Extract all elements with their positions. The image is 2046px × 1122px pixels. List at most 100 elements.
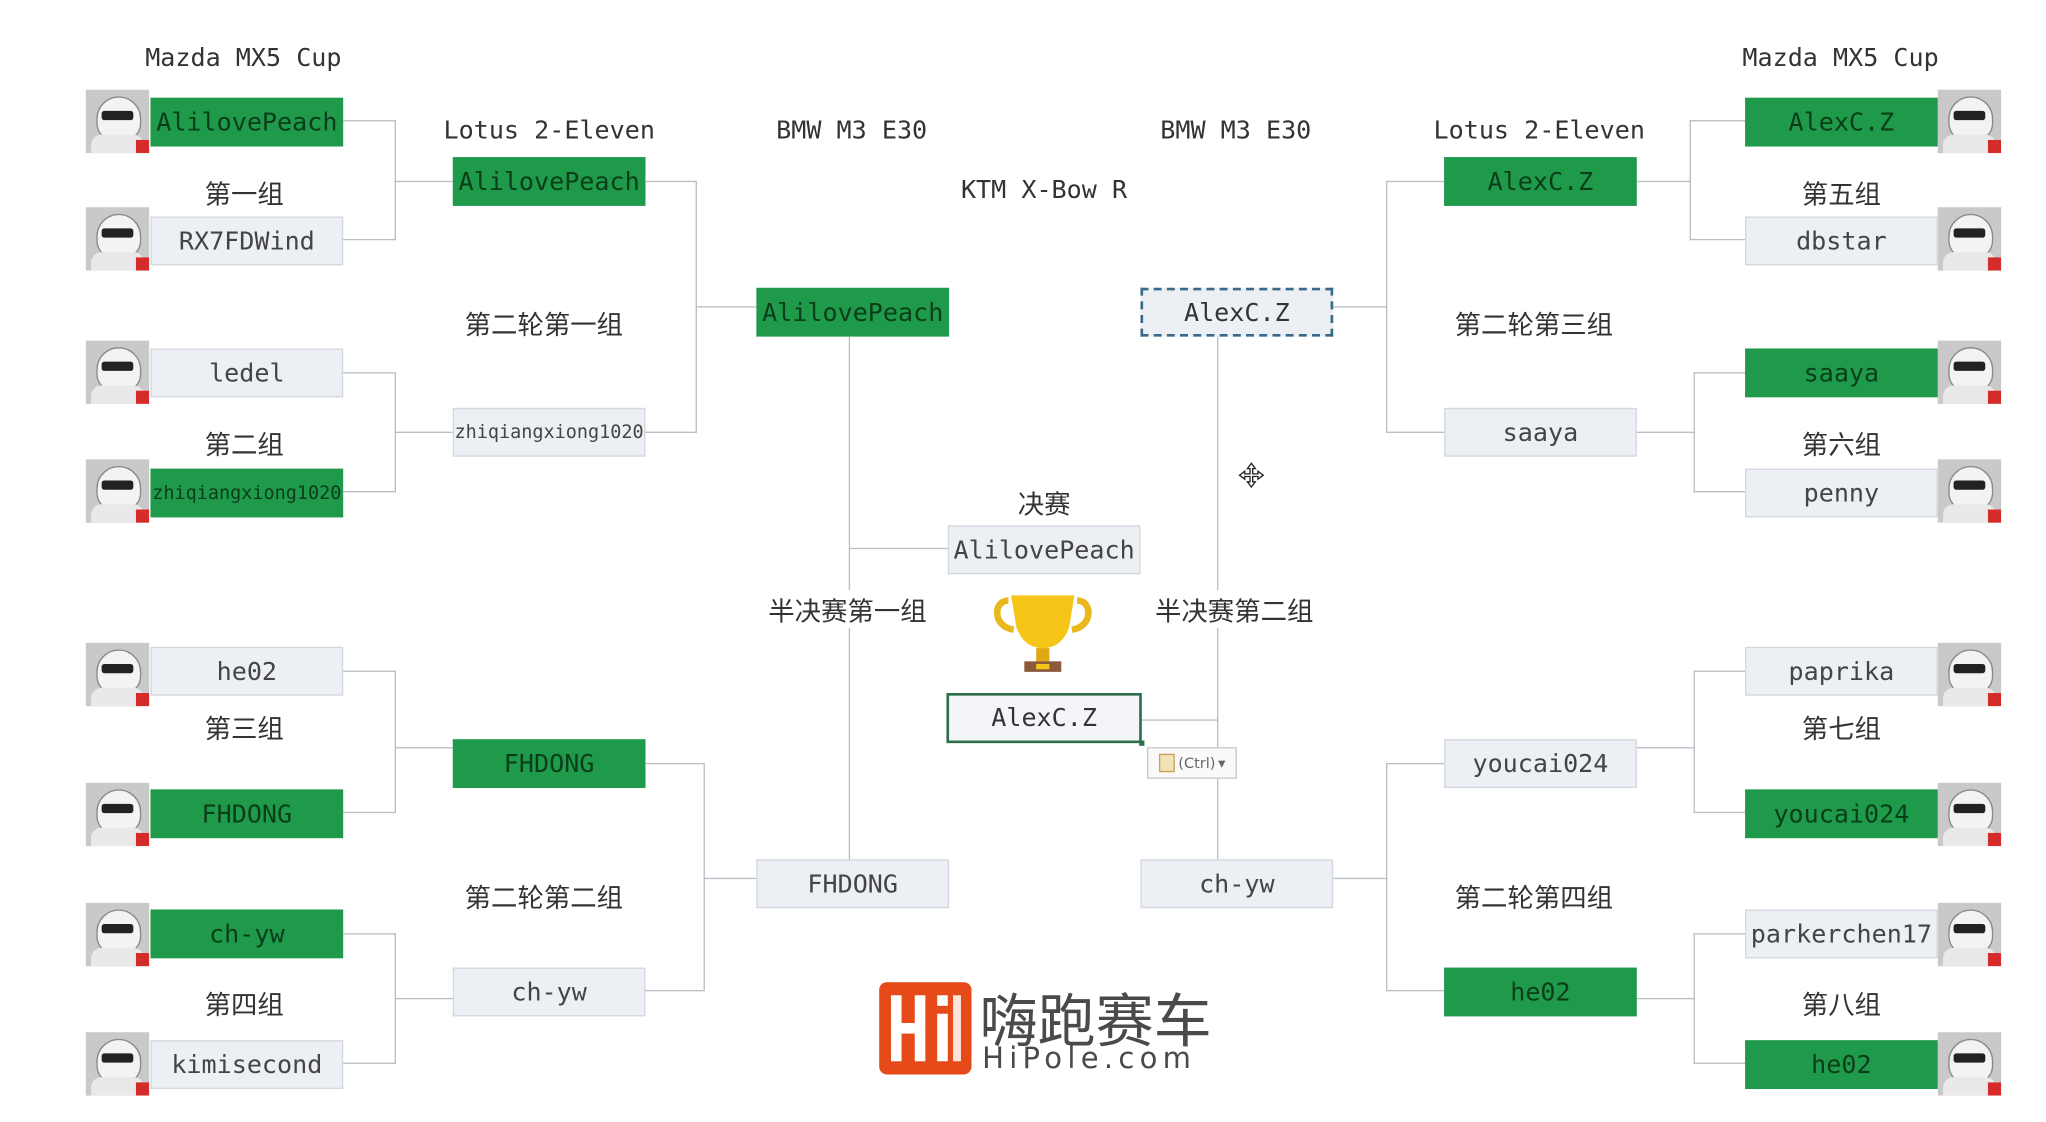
player-cell[interactable]: penny [1745, 468, 1938, 518]
player-cell[interactable]: AlexC.Z [1444, 157, 1637, 206]
group-label: 第二轮第四组 [1454, 881, 1614, 914]
paste-options-label: (Ctrl) [1178, 754, 1216, 772]
bracket-line [695, 306, 757, 308]
bracket-line [703, 762, 705, 992]
player-cell[interactable]: AlilovePeach [452, 157, 646, 206]
bracket-line [394, 747, 453, 749]
avatar [85, 1032, 150, 1096]
header-left-r1: Mazda MX5 Cup [145, 43, 342, 73]
bracket-line [1693, 372, 1746, 374]
final-label: 决赛 [1017, 488, 1071, 521]
player-cell[interactable]: saaya [1444, 407, 1637, 457]
group-label: 第六组 [1801, 429, 1882, 461]
header-right-r2: Lotus 2-Eleven [1433, 116, 1645, 146]
bracket-line [1141, 719, 1218, 721]
bracket-line [1386, 990, 1445, 992]
avatar [1937, 89, 2002, 154]
bracket-line [343, 372, 397, 374]
move-cursor-icon [1238, 462, 1265, 489]
bracket-line [645, 180, 696, 183]
group-label: 第一组 [204, 178, 284, 210]
header-left-r3: BMW M3 E30 [776, 116, 928, 146]
player-cell[interactable]: AlilovePeach [150, 97, 344, 147]
paste-options-button[interactable]: (Ctrl) ▾ [1147, 747, 1237, 779]
player-cell[interactable]: he02 [150, 646, 344, 696]
header-left-r2: Lotus 2-Eleven [443, 116, 655, 146]
player-cell[interactable]: ch-yw [150, 909, 344, 959]
champion-cell[interactable]: AlilovePeach [947, 525, 1141, 575]
bracket-line [343, 933, 397, 935]
bracket-line [1139, 740, 1145, 746]
player-cell[interactable]: dbstar [1745, 216, 1938, 266]
player-cell[interactable]: he02 [1745, 1040, 1938, 1089]
avatar [1937, 902, 2002, 967]
bracket-line [645, 431, 696, 433]
bracket-line [1693, 1062, 1746, 1064]
chevron-down-icon: ▾ [1218, 754, 1226, 772]
player-cell[interactable]: AlilovePeach [756, 287, 950, 337]
bracket-line [1693, 491, 1746, 493]
group-label: 半决赛第一组 [768, 590, 927, 629]
player-cell[interactable]: he02 [1444, 967, 1637, 1017]
player-cell[interactable]: paprika [1745, 646, 1938, 696]
player-cell[interactable]: zhiqiangxiong1020 [150, 468, 344, 518]
header-right-r1: Mazda MX5 Cup [1742, 43, 1939, 73]
bracket-line [1689, 120, 1746, 122]
bracket-line [1636, 997, 1695, 1000]
bracket-line [394, 180, 453, 183]
bracket-line [343, 491, 397, 493]
logo-english: HiPole.com [982, 1042, 1197, 1076]
player-cell[interactable]: FHDONG [756, 859, 950, 909]
player-cell[interactable]: zhiqiangxiong1020 [452, 407, 646, 457]
clipboard-icon [1158, 753, 1175, 773]
player-cell-selected[interactable]: AlexC.Z [1140, 287, 1334, 337]
group-label: 第二轮第三组 [1454, 308, 1614, 341]
bracket-line [343, 238, 397, 241]
runner-up-cell[interactable]: AlexC.Z [946, 693, 1142, 744]
player-cell[interactable]: youcai024 [1745, 789, 1938, 839]
bracket-line [1689, 120, 1691, 241]
player-cell[interactable]: ch-yw [1140, 859, 1334, 909]
avatar [1937, 459, 2002, 523]
avatar [1937, 782, 2002, 847]
bracket-line [394, 997, 453, 1000]
avatar [1937, 642, 2002, 707]
bracket-line [1386, 762, 1445, 765]
bracket-line [1333, 877, 1388, 880]
bracket-line [645, 762, 704, 765]
player-cell[interactable]: parkerchen17 [1745, 909, 1938, 959]
bracket-line [394, 431, 453, 433]
group-label: 第二轮第一组 [464, 308, 624, 341]
group-label: 第三组 [204, 712, 284, 745]
bracket-line [848, 547, 948, 550]
bracket-line [394, 670, 397, 814]
player-cell[interactable]: ledel [150, 348, 344, 398]
avatar [85, 89, 150, 154]
trophy-icon [993, 595, 1092, 672]
bracket-line [1386, 180, 1445, 183]
player-cell[interactable]: youcai024 [1444, 739, 1637, 789]
bracket-line [394, 120, 397, 241]
player-cell[interactable]: kimisecond [150, 1040, 344, 1089]
player-cell[interactable]: AlexC.Z [1745, 97, 1938, 147]
player-cell[interactable]: FHDONG [452, 739, 646, 789]
player-cell[interactable]: FHDONG [150, 789, 344, 839]
player-cell[interactable]: saaya [1745, 348, 1938, 398]
player-cell[interactable]: RX7FDWind [150, 216, 344, 266]
group-label: 第二组 [204, 429, 284, 461]
bracket-line [343, 120, 397, 122]
avatar [85, 340, 150, 404]
group-label: 第二轮第二组 [464, 881, 624, 914]
bracket-line [1693, 670, 1746, 672]
hipole-logo-mark [879, 982, 972, 1075]
player-cell[interactable]: ch-yw [452, 967, 646, 1017]
group-label: 半决赛第二组 [1155, 590, 1314, 629]
avatar [85, 782, 150, 847]
hipole-logo: 嗨跑赛车 HiPole.com [879, 982, 1235, 1077]
group-label: 第八组 [1801, 988, 1882, 1021]
logo-chinese: 嗨跑赛车 [979, 988, 1212, 1056]
avatar [1937, 1032, 2002, 1096]
bracket-line [1636, 180, 1691, 183]
bracket-line [343, 811, 397, 814]
